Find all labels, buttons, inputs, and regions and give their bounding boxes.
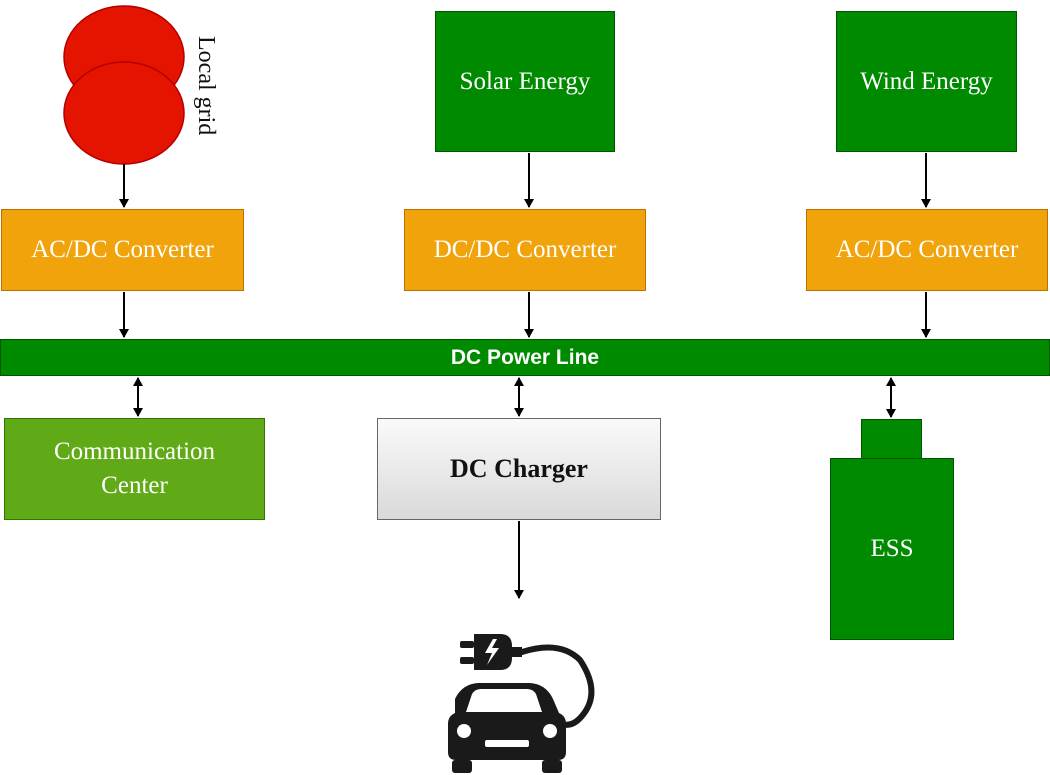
communication-center-line2: Center — [101, 472, 168, 499]
ess-battery-box: ESS — [830, 458, 954, 640]
local-grid-label: Local grid — [193, 36, 219, 136]
solar-dc-dc-converter: DC/DC Converter — [404, 209, 646, 291]
ess-battery-terminal — [861, 419, 922, 460]
transformer-icon — [63, 5, 185, 165]
dc-charger-box: DC Charger — [377, 418, 661, 520]
wind-energy-box: Wind Energy — [836, 11, 1017, 152]
grid-ac-dc-converter: AC/DC Converter — [1, 209, 244, 291]
communication-center-line1: Communication — [53, 438, 216, 465]
solar-energy-box: Solar Energy — [435, 11, 615, 152]
ev-charging-car-icon — [448, 634, 595, 773]
dc-power-line: DC Power Line — [0, 339, 1050, 376]
wind-ac-dc-converter: AC/DC Converter — [806, 209, 1048, 291]
communication-center-box: Communication Center — [4, 418, 265, 520]
